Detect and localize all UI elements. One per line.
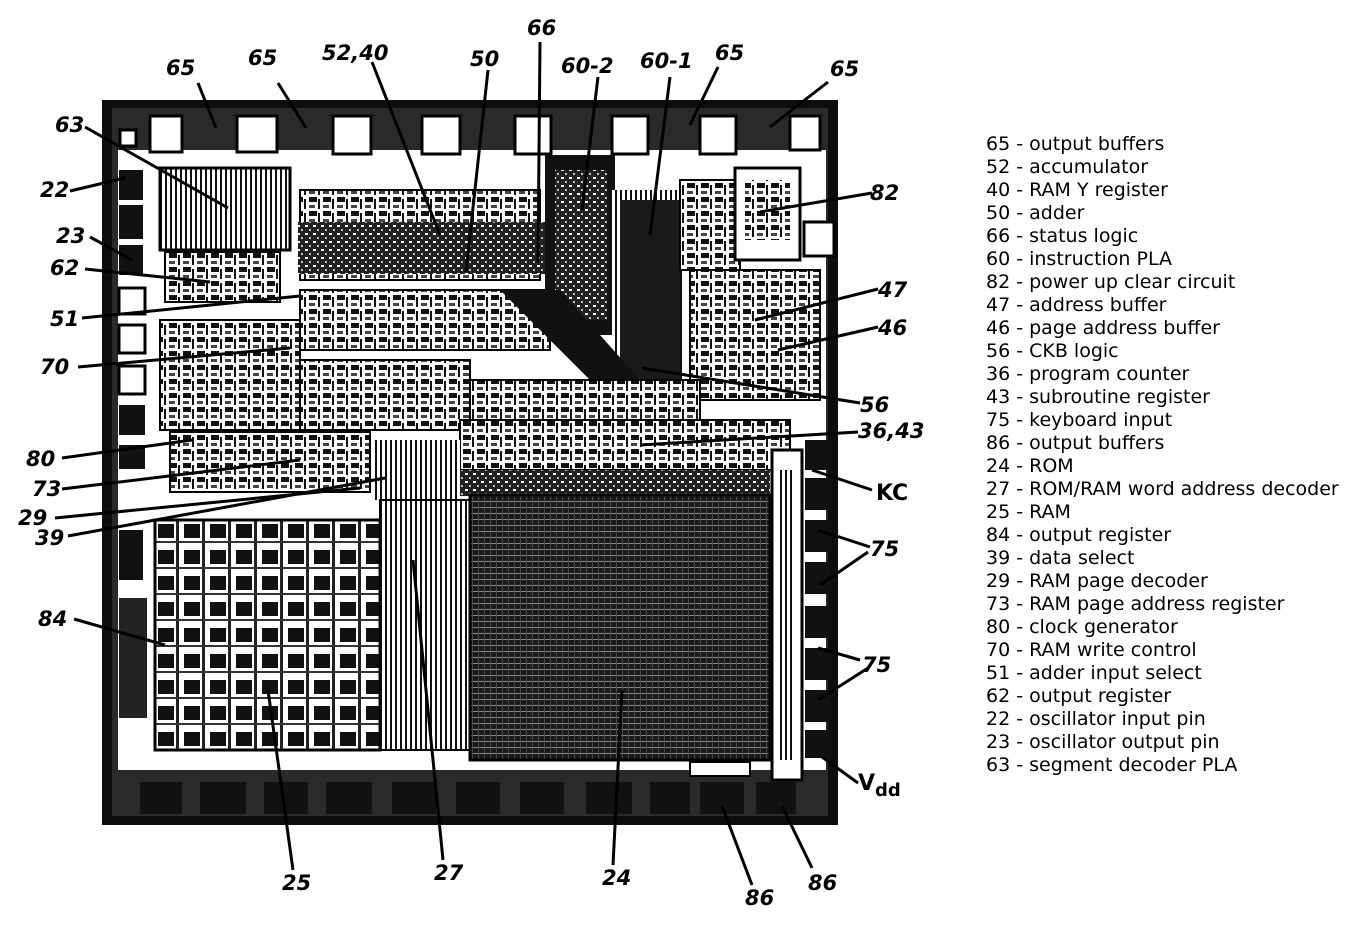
- callout-24: 24: [602, 866, 631, 890]
- legend-item: 27 - ROM/RAM word address decoder: [986, 478, 1339, 500]
- keyboard-input-area: [770, 448, 804, 782]
- legend-item: 50 - adder: [986, 202, 1085, 224]
- callout-60-1: 60-1: [640, 49, 693, 73]
- callout-62: 62: [50, 256, 79, 280]
- legend-item: 29 - RAM page decoder: [986, 570, 1208, 592]
- callout-25: 25: [282, 871, 311, 895]
- legend-item: 60 - instruction PLA: [986, 248, 1172, 270]
- callout-23: 23: [56, 224, 85, 248]
- pin-label-vdd: Vdd: [858, 771, 901, 801]
- callout-66: 66: [527, 16, 556, 40]
- callout-75: 75: [870, 537, 899, 561]
- legend-item: 82 - power up clear circuit: [986, 271, 1236, 293]
- callout-82: 82: [870, 181, 899, 205]
- callout-39: 39: [35, 526, 64, 550]
- legend-item: 73 - RAM page address register: [986, 593, 1285, 615]
- legend-item: 66 - status logic: [986, 225, 1139, 247]
- legend-item: 62 - output register: [986, 685, 1172, 707]
- legend-item: 40 - RAM Y register: [986, 179, 1168, 201]
- legend-item: 47 - address buffer: [986, 294, 1167, 316]
- legend-item: 56 - CKB logic: [986, 340, 1119, 362]
- legend-item: 25 - RAM: [986, 501, 1071, 523]
- address-decoder: [379, 499, 471, 751]
- legend-item: 22 - oscillator input pin: [986, 708, 1206, 730]
- callout-46: 46: [877, 316, 907, 340]
- callout-70: 70: [40, 355, 69, 379]
- callout-65: 65: [830, 57, 859, 81]
- callout-27: 27: [434, 861, 464, 885]
- legend-item: 75 - keyboard input: [986, 409, 1173, 431]
- legend-item: 24 - ROM: [986, 455, 1074, 477]
- top-bond-pads: [118, 114, 822, 156]
- callout-86: 86: [808, 871, 837, 895]
- legend-item: 51 - adder input select: [986, 662, 1202, 684]
- callout-50: 50: [470, 47, 499, 71]
- callout-47: 47: [877, 278, 908, 302]
- legend-item: 84 - output register: [986, 524, 1172, 546]
- upper-logic: [158, 155, 821, 500]
- pin-label-kc: KC: [876, 481, 908, 506]
- legend-item: 80 - clock generator: [986, 616, 1178, 638]
- legend-item: 36 - program counter: [986, 363, 1190, 385]
- callout-80: 80: [26, 447, 55, 471]
- callout-labels: 65 65 52,40 50 66 60-2 60-1 65 65 63 22 …: [18, 16, 924, 910]
- legend-item: 86 - output buffers: [986, 432, 1165, 454]
- callout-75: 75: [862, 653, 891, 677]
- callout-84: 84: [38, 607, 67, 631]
- callout-36-43: 36,43: [858, 419, 924, 443]
- callout-65: 65: [248, 46, 277, 70]
- legend-item: 46 - page address buffer: [986, 317, 1220, 339]
- legend-item: 23 - oscillator output pin: [986, 731, 1220, 753]
- callout-63: 63: [55, 113, 84, 137]
- callout-29: 29: [18, 506, 47, 530]
- left-bond-pads: [117, 170, 147, 718]
- callout-52-40: 52,40: [322, 41, 388, 65]
- leader-lines: [54, 41, 879, 886]
- callout-65: 65: [166, 56, 195, 80]
- callout-86: 86: [745, 886, 774, 910]
- legend-item: 63 - segment decoder PLA: [986, 754, 1238, 776]
- callout-65: 65: [715, 41, 744, 65]
- legend-item: 43 - subroutine register: [986, 386, 1210, 408]
- callout-56: 56: [860, 393, 889, 417]
- callout-60-2: 60-2: [561, 54, 614, 78]
- legend-item: 70 - RAM write control: [986, 639, 1197, 661]
- right-bond-pads: [802, 220, 836, 758]
- legend-item: 39 - data select: [986, 547, 1135, 569]
- callout-73: 73: [32, 477, 61, 501]
- callout-51: 51: [50, 307, 79, 331]
- legend-item: 52 - accumulator: [986, 156, 1149, 178]
- legend-item: 65 - output buffers: [986, 133, 1165, 155]
- ram-array: [153, 518, 382, 752]
- callout-22: 22: [40, 178, 69, 202]
